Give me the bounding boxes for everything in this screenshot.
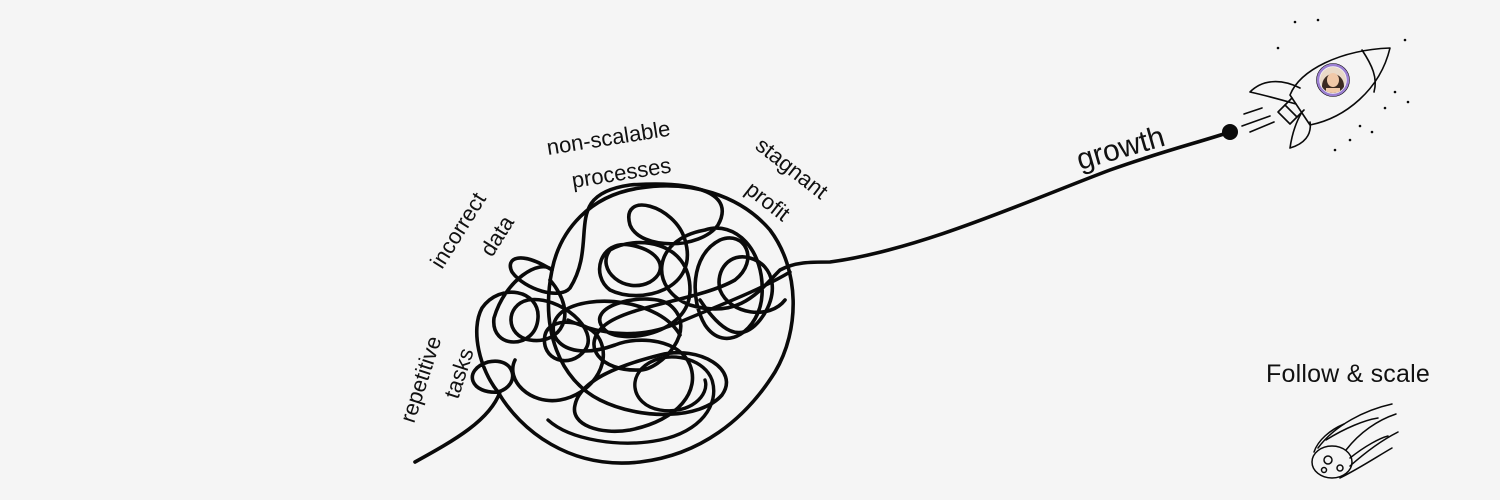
- label-profit: profit: [741, 176, 795, 226]
- label-repetitive: repetitive: [395, 333, 446, 426]
- label-incorrect: incorrect: [425, 188, 491, 273]
- growth-point: [1222, 124, 1238, 140]
- rocket-icon: [1241, 18, 1410, 152]
- label-data: data: [475, 210, 519, 260]
- label-group-repetitive-tasks: repetitive tasks: [395, 333, 479, 426]
- label-growth: growth: [1073, 120, 1169, 177]
- label-group-stagnant-profit: stagnant profit: [741, 132, 833, 226]
- follow-and-scale-text: Follow & scale: [1266, 360, 1430, 388]
- comet-icon: [1311, 403, 1399, 479]
- tangle-scribble: [413, 130, 1232, 465]
- label-group-incorrect-data: incorrect data: [425, 188, 519, 273]
- label-non-scalable: non-scalable: [545, 116, 672, 160]
- label-group-non-scalable-processes: non-scalable processes: [545, 116, 673, 193]
